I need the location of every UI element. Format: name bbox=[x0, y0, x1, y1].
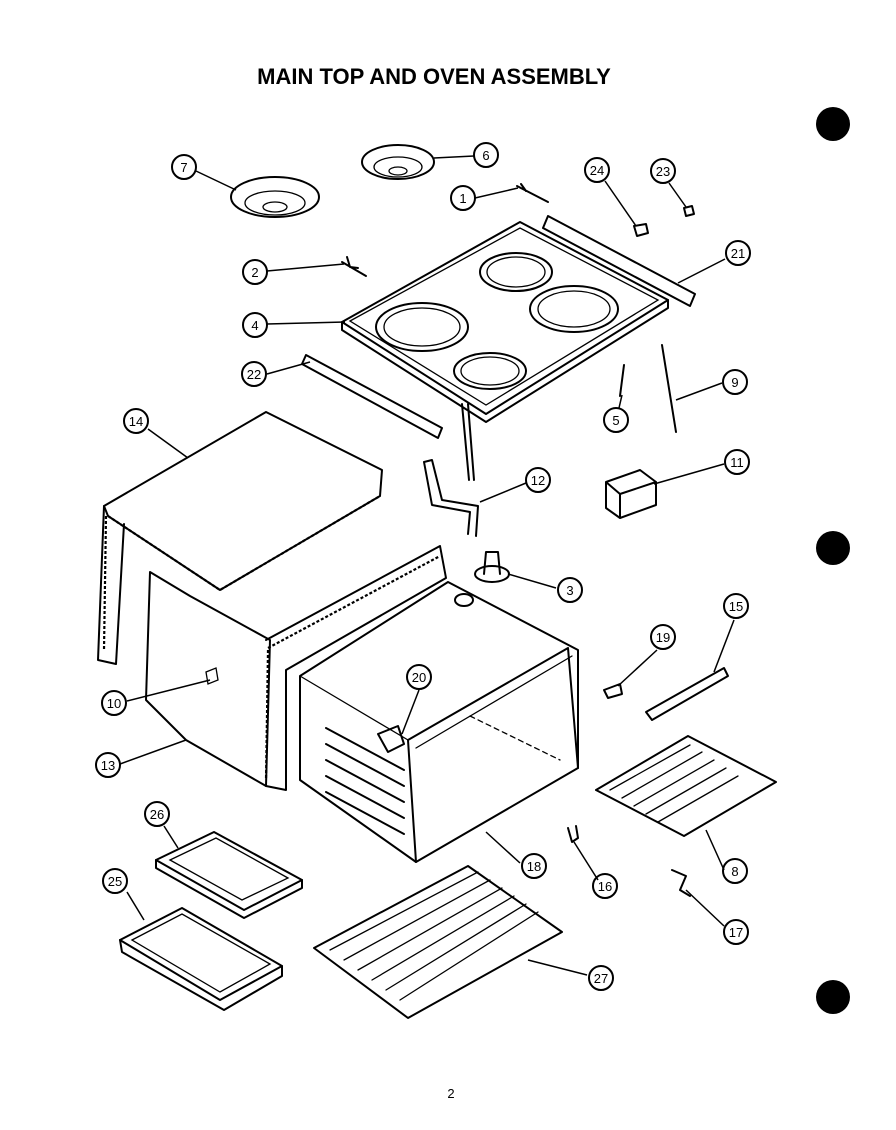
callout-9: 9 bbox=[722, 369, 748, 395]
callout-21: 21 bbox=[725, 240, 751, 266]
main-cooktop bbox=[341, 221, 669, 481]
leader-lines bbox=[119, 155, 735, 976]
callout-label-24: 24 bbox=[590, 163, 604, 178]
callout-10: 10 bbox=[101, 690, 127, 716]
clip-part-17 bbox=[671, 869, 691, 897]
callout-2: 2 bbox=[242, 259, 268, 285]
callout-11: 11 bbox=[724, 449, 750, 475]
bracket-part-11 bbox=[605, 469, 657, 519]
callout-label-14: 14 bbox=[129, 414, 143, 429]
rod-part-5 bbox=[619, 364, 625, 397]
callout-6: 6 bbox=[473, 142, 499, 168]
clip-part-19 bbox=[603, 683, 623, 699]
callout-label-12: 12 bbox=[531, 473, 545, 488]
callout-22: 22 bbox=[241, 361, 267, 387]
callout-17: 17 bbox=[723, 919, 749, 945]
vent-tube-part-12 bbox=[423, 459, 479, 537]
callout-label-22: 22 bbox=[247, 367, 261, 382]
callout-label-10: 10 bbox=[107, 696, 121, 711]
callout-label-7: 7 bbox=[180, 160, 187, 175]
binder-hole-bottom bbox=[816, 980, 850, 1014]
rack-support-part-15 bbox=[645, 667, 729, 721]
callout-27: 27 bbox=[588, 965, 614, 991]
callout-label-20: 20 bbox=[412, 670, 426, 685]
callout-label-8: 8 bbox=[731, 864, 738, 879]
callout-label-6: 6 bbox=[482, 148, 489, 163]
callout-3: 3 bbox=[557, 577, 583, 603]
oven-cavity-part-18 bbox=[299, 581, 579, 863]
callout-12: 12 bbox=[525, 467, 551, 493]
callout-7: 7 bbox=[171, 154, 197, 180]
callout-label-13: 13 bbox=[101, 758, 115, 773]
broil-pan-part-25 bbox=[119, 907, 283, 1011]
callout-label-1: 1 bbox=[459, 191, 466, 206]
callout-18: 18 bbox=[521, 853, 547, 879]
callout-5: 5 bbox=[603, 407, 629, 433]
bracket-part-2 bbox=[341, 256, 367, 277]
callout-24: 24 bbox=[584, 157, 610, 183]
grommet-part-3 bbox=[474, 551, 510, 583]
callout-4: 4 bbox=[242, 312, 268, 338]
rear-trim-part-21 bbox=[542, 215, 696, 307]
callout-1: 1 bbox=[450, 185, 476, 211]
callout-23: 23 bbox=[650, 158, 676, 184]
diagram-title: MAIN TOP AND OVEN ASSEMBLY bbox=[257, 64, 611, 89]
callout-25: 25 bbox=[102, 868, 128, 894]
callout-label-9: 9 bbox=[731, 375, 738, 390]
callout-label-2: 2 bbox=[251, 265, 258, 280]
callout-label-15: 15 bbox=[729, 599, 743, 614]
callout-label-19: 19 bbox=[656, 630, 670, 645]
callout-8: 8 bbox=[722, 858, 748, 884]
callout-label-5: 5 bbox=[612, 413, 619, 428]
callout-label-11: 11 bbox=[730, 455, 744, 470]
callout-label-23: 23 bbox=[656, 164, 670, 179]
insulation-wrap-part-13 bbox=[145, 545, 447, 791]
callout-15: 15 bbox=[723, 593, 749, 619]
page-number: 2 bbox=[447, 1086, 454, 1101]
oven-rack-part-27 bbox=[313, 865, 563, 1019]
broil-pan-insert-part-26 bbox=[155, 831, 303, 919]
front-trim-part-22 bbox=[301, 354, 443, 439]
binder-hole-middle bbox=[816, 531, 850, 565]
bracket-part-1 bbox=[516, 183, 549, 203]
callout-16: 16 bbox=[592, 873, 618, 899]
clip-part-23 bbox=[683, 205, 695, 217]
drip-bowl-large bbox=[230, 176, 320, 218]
callout-14: 14 bbox=[123, 408, 149, 434]
callout-20: 20 bbox=[406, 664, 432, 690]
callout-19: 19 bbox=[650, 624, 676, 650]
callout-label-17: 17 bbox=[729, 925, 743, 940]
insulation-blanket-top bbox=[97, 411, 383, 665]
callout-label-26: 26 bbox=[150, 807, 164, 822]
bake-element-part-8 bbox=[595, 735, 777, 837]
callout-label-4: 4 bbox=[251, 318, 258, 333]
callout-label-16: 16 bbox=[598, 879, 612, 894]
rod-part-9 bbox=[661, 344, 677, 433]
clip-part-24 bbox=[633, 223, 649, 237]
binder-hole-top bbox=[816, 107, 850, 141]
callout-label-18: 18 bbox=[527, 859, 541, 874]
clip-part-16 bbox=[567, 825, 579, 843]
callout-label-25: 25 bbox=[108, 874, 122, 889]
callout-label-3: 3 bbox=[566, 583, 573, 598]
drip-bowl-small bbox=[361, 144, 435, 180]
callout-26: 26 bbox=[144, 801, 170, 827]
callout-label-21: 21 bbox=[731, 246, 745, 261]
callout-label-27: 27 bbox=[594, 971, 608, 986]
callout-13: 13 bbox=[95, 752, 121, 778]
